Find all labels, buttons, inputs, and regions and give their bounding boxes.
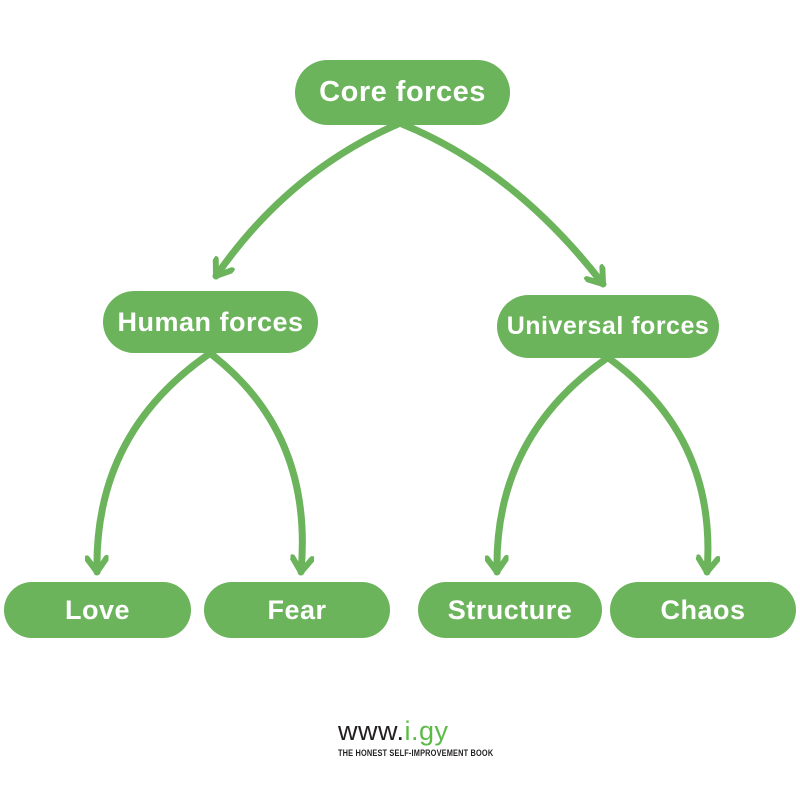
edge-human-to-love bbox=[97, 344, 222, 576]
edge-human-to-fear bbox=[199, 344, 302, 576]
node-chaos-label: Chaos bbox=[660, 594, 746, 625]
node-core-forces: Core forces bbox=[295, 60, 510, 125]
node-fear: Fear bbox=[204, 582, 390, 638]
edge-core-to-universal-forces bbox=[398, 120, 607, 288]
node-universal-forces-label: Universal forces bbox=[506, 312, 710, 340]
edge-core-to-human-forces bbox=[212, 120, 402, 280]
node-structure-label: Structure bbox=[447, 594, 573, 625]
site-url: www.i.gy bbox=[338, 716, 527, 746]
footer-branding: www.i.gy THE HONEST SELF-IMPROVEMENT BOO… bbox=[338, 716, 527, 758]
node-love: Love bbox=[4, 582, 191, 638]
node-human-forces: Human forces bbox=[103, 291, 318, 353]
footer-tagline: THE HONEST SELF-IMPROVEMENT BOOK bbox=[338, 748, 494, 758]
node-core-forces-label: Core forces bbox=[319, 76, 486, 108]
site-url-prefix: www. bbox=[338, 716, 405, 746]
node-chaos: Chaos bbox=[610, 582, 796, 638]
node-human-forces-label: Human forces bbox=[117, 306, 304, 337]
edge-universal-to-structure bbox=[497, 348, 620, 576]
node-universal-forces: Universal forces bbox=[497, 295, 719, 358]
node-structure: Structure bbox=[418, 582, 602, 638]
node-love-label: Love bbox=[64, 594, 131, 625]
site-url-suffix: i.gy bbox=[404, 716, 449, 746]
edge-universal-to-chaos bbox=[596, 348, 708, 576]
node-fear-label: Fear bbox=[267, 594, 327, 625]
